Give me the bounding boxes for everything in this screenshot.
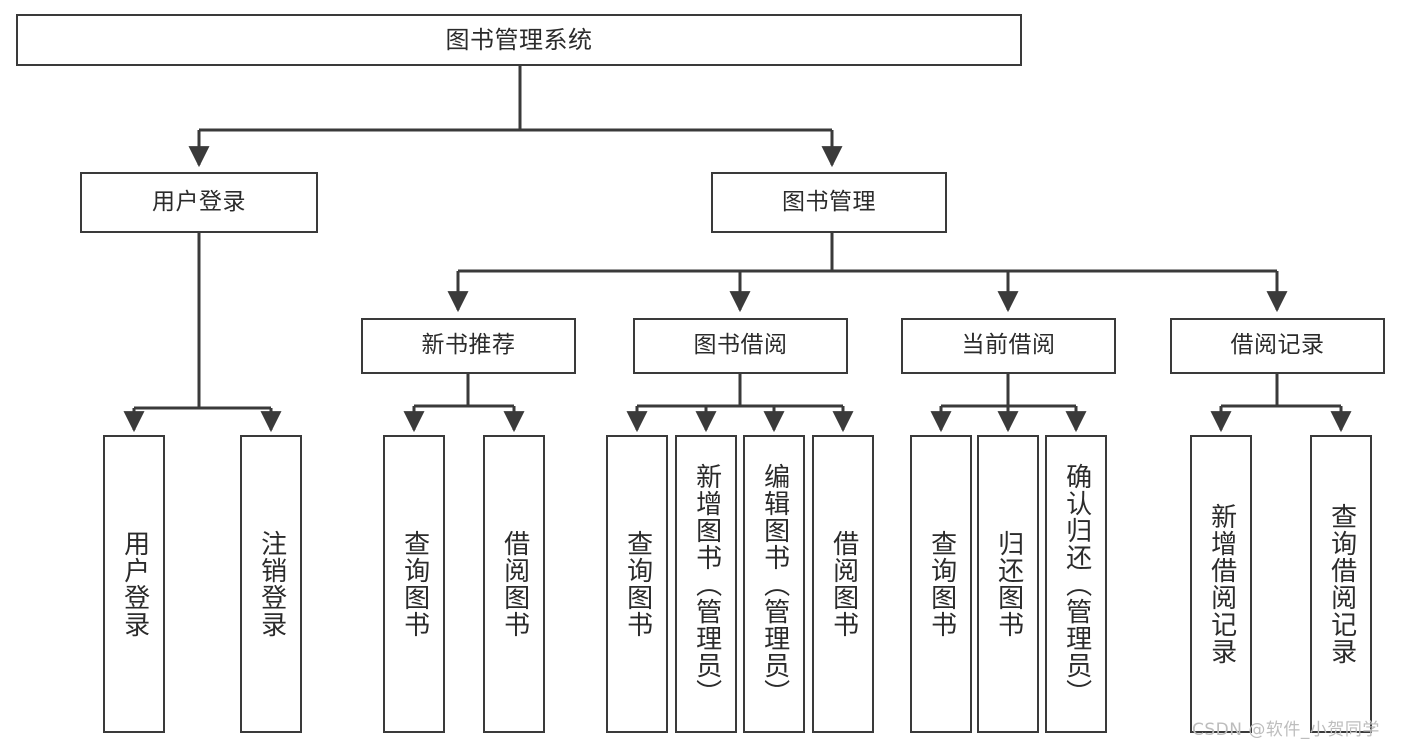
node-book-manage-label: 图书管理 xyxy=(782,188,876,215)
node-leaf-user-login-label: 用户登录 xyxy=(119,530,150,638)
node-leaf-query-book-1-label: 查询图书 xyxy=(399,530,430,638)
node-leaf-query-book-2[interactable]: 查询图书 xyxy=(606,435,668,733)
node-leaf-return-book-label: 归还图书 xyxy=(993,530,1024,638)
node-current-borrow[interactable]: 当前借阅 xyxy=(901,318,1116,374)
node-leaf-add-record[interactable]: 新增借阅记录 xyxy=(1190,435,1252,733)
node-new-book-rec-label: 新书推荐 xyxy=(421,332,516,359)
node-user-login[interactable]: 用户登录 xyxy=(80,172,318,233)
node-leaf-query-book-3[interactable]: 查询图书 xyxy=(910,435,972,733)
node-root-label: 图书管理系统 xyxy=(445,25,593,54)
node-leaf-add-book-label: 新增图书（管理员） xyxy=(691,462,722,706)
node-leaf-confirm-return-label: 确认归还（管理员） xyxy=(1061,462,1092,706)
node-leaf-borrow-book-1-label: 借阅图书 xyxy=(499,530,530,638)
node-leaf-query-book-1[interactable]: 查询图书 xyxy=(383,435,445,733)
node-leaf-borrow-book-1[interactable]: 借阅图书 xyxy=(483,435,545,733)
node-leaf-query-book-2-label: 查询图书 xyxy=(622,530,653,638)
node-book-borrow[interactable]: 图书借阅 xyxy=(633,318,848,374)
node-leaf-query-record[interactable]: 查询借阅记录 xyxy=(1310,435,1372,733)
node-root[interactable]: 图书管理系统 xyxy=(16,14,1022,66)
node-leaf-logout-label: 注销登录 xyxy=(256,530,287,638)
node-borrow-record-label: 借阅记录 xyxy=(1230,332,1325,359)
node-borrow-record[interactable]: 借阅记录 xyxy=(1170,318,1385,374)
node-new-book-rec[interactable]: 新书推荐 xyxy=(361,318,576,374)
node-leaf-logout[interactable]: 注销登录 xyxy=(240,435,302,733)
watermark: CSDN @软件_小贺同学 xyxy=(1192,720,1380,740)
node-leaf-query-book-3-label: 查询图书 xyxy=(926,530,957,638)
node-book-borrow-label: 图书借阅 xyxy=(693,332,788,359)
node-leaf-borrow-book-2[interactable]: 借阅图书 xyxy=(812,435,874,733)
node-leaf-confirm-return[interactable]: 确认归还（管理员） xyxy=(1045,435,1107,733)
node-leaf-return-book[interactable]: 归还图书 xyxy=(977,435,1039,733)
node-leaf-query-record-label: 查询借阅记录 xyxy=(1326,503,1357,665)
node-current-borrow-label: 当前借阅 xyxy=(961,332,1056,359)
node-book-manage[interactable]: 图书管理 xyxy=(711,172,947,233)
node-leaf-add-record-label: 新增借阅记录 xyxy=(1206,503,1237,665)
node-leaf-user-login[interactable]: 用户登录 xyxy=(103,435,165,733)
node-leaf-edit-book[interactable]: 编辑图书（管理员） xyxy=(743,435,805,733)
node-leaf-add-book[interactable]: 新增图书（管理员） xyxy=(675,435,737,733)
node-leaf-borrow-book-2-label: 借阅图书 xyxy=(828,530,859,638)
node-user-login-label: 用户登录 xyxy=(152,188,246,215)
node-leaf-edit-book-label: 编辑图书（管理员） xyxy=(759,462,790,706)
